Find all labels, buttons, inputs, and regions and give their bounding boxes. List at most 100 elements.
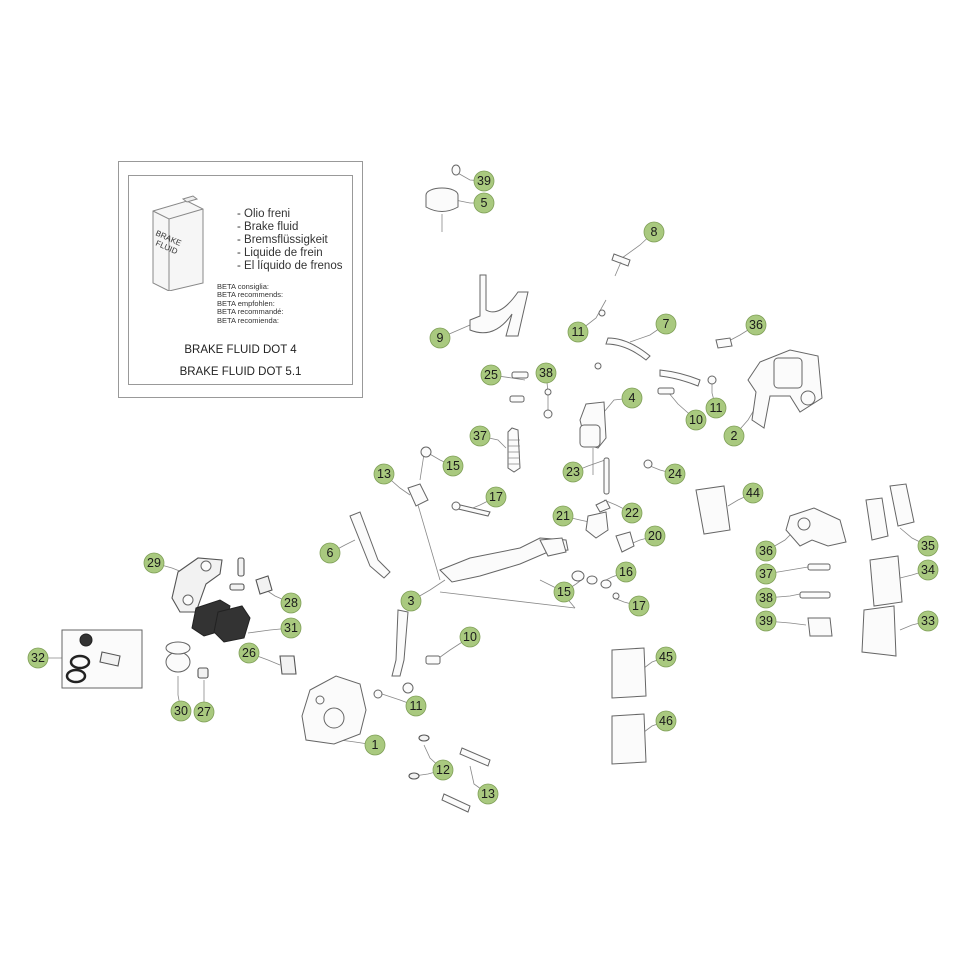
callout-38: 38 [755, 587, 777, 609]
callout-41: 37 [469, 425, 491, 447]
callout-23: 23 [562, 461, 584, 483]
part-reservoir-hose [469, 274, 529, 337]
svg-text:45: 45 [659, 650, 673, 664]
part-front-hose [391, 609, 414, 694]
part-pedal-tip [585, 511, 635, 553]
part-brake-switch [611, 253, 631, 277]
svg-text:7: 7 [663, 317, 670, 331]
part-brake-pedal [439, 537, 569, 583]
svg-text:15: 15 [557, 585, 571, 599]
part-front-pads [191, 599, 251, 643]
brake-fluid-can-icon: BRAKE FLUID [152, 195, 204, 291]
svg-text:36: 36 [759, 544, 773, 558]
part-hose-fittings-lower [373, 655, 441, 699]
part-rear-caliper-bracket [785, 507, 847, 547]
fluid-dot4: BRAKE FLUID DOT 4 [184, 344, 297, 356]
callout-26: 26 [238, 642, 260, 664]
callout-7: 7 [655, 313, 677, 335]
part-caliper-bolts [408, 734, 491, 813]
svg-text:13: 13 [481, 787, 495, 801]
svg-text:25: 25 [484, 368, 498, 382]
brake-fluid-info-inner: BRAKE FLUID - Olio freni - Brake fluid -… [128, 175, 353, 385]
svg-text:31: 31 [284, 621, 298, 635]
callout-12: 12 [432, 759, 454, 781]
part-brake-hose-upper [605, 337, 701, 387]
svg-text:37: 37 [759, 567, 773, 581]
callout-32: 32 [27, 647, 49, 669]
callout-25: 25 [480, 364, 502, 386]
svg-text:34: 34 [921, 563, 935, 577]
svg-text:8: 8 [651, 225, 658, 239]
callout-10-upper: 10 [685, 409, 707, 431]
callout-4: 4 [621, 387, 643, 409]
part-pistons [165, 641, 209, 679]
part-pad-spring [279, 655, 297, 675]
svg-text:17: 17 [632, 599, 646, 613]
callout-29: 29 [143, 552, 165, 574]
callout-18: 17 [485, 486, 507, 508]
svg-text:37: 37 [473, 429, 487, 443]
callout-34: 34 [917, 559, 939, 581]
svg-text:23: 23 [566, 465, 580, 479]
svg-text:11: 11 [572, 325, 585, 339]
callout-8: 8 [643, 221, 665, 243]
callout-9: 9 [429, 327, 451, 349]
reco-es: BETA recomienda: [217, 315, 279, 325]
part-banjo-bolts [509, 309, 717, 469]
part-pivot-bolt [451, 501, 491, 517]
svg-text:22: 22 [625, 506, 639, 520]
callout-14: 13 [373, 463, 395, 485]
part-seal-kit [61, 629, 143, 689]
callout-36: 36 [755, 540, 777, 562]
svg-text:4: 4 [629, 391, 636, 405]
callout-13: 13 [477, 783, 499, 805]
fluid-dot51: BRAKE FLUID DOT 5.1 [179, 366, 302, 378]
part-front-caliper [301, 675, 367, 745]
part-reservoir [425, 164, 461, 232]
svg-text:2: 2 [731, 429, 738, 443]
svg-text:38: 38 [759, 591, 773, 605]
part-front-caliper-bracket [171, 557, 223, 613]
callout-43: 39 [473, 170, 495, 192]
part-bracket-pins [229, 557, 273, 595]
svg-text:6: 6 [327, 546, 334, 560]
svg-text:15: 15 [446, 459, 460, 473]
reco-fr: BETA recommandé: [217, 307, 284, 317]
callout-22: 22 [621, 502, 643, 524]
part-return-spring [507, 427, 521, 473]
brake-fluid-info-box: BRAKE FLUID - Olio freni - Brake fluid -… [118, 161, 363, 398]
callout-46: 46 [655, 710, 677, 732]
callout-31: 31 [280, 617, 302, 639]
part-repair-kit-bags [611, 485, 903, 765]
svg-text:11: 11 [710, 401, 723, 415]
svg-text:5: 5 [481, 196, 488, 210]
name-fr: - Liquide de frein [237, 247, 323, 259]
part-bleed-screw [715, 337, 733, 349]
svg-text:29: 29 [147, 556, 161, 570]
svg-text:9: 9 [437, 331, 444, 345]
callout-1: 1 [364, 734, 386, 756]
svg-text:39: 39 [759, 614, 773, 628]
svg-text:28: 28 [284, 596, 298, 610]
callout-33: 33 [917, 610, 939, 632]
svg-text:35: 35 [921, 539, 935, 553]
reco-it: BETA consiglia: [217, 282, 269, 291]
callout-11-lower: 11 [405, 695, 427, 717]
brake-fluid-names: - Olio freni - Brake fluid - Bremsflüssi… [237, 208, 342, 273]
callout-20: 20 [644, 525, 666, 547]
name-it: - Olio freni [237, 208, 291, 220]
part-return-spring-hook [349, 511, 391, 579]
callout-3: 3 [400, 590, 422, 612]
callout-44: 44 [742, 482, 764, 504]
svg-text:13: 13 [377, 467, 391, 481]
reco-en: BETA recommends: [217, 290, 284, 300]
part-rear-caliper [747, 349, 823, 429]
svg-text:11: 11 [410, 699, 423, 713]
part-rear-pads [865, 483, 915, 541]
name-de: - Bremsflüssigkeit [237, 234, 328, 246]
svg-text:26: 26 [242, 646, 256, 660]
svg-text:21: 21 [556, 509, 570, 523]
svg-text:10: 10 [463, 630, 477, 644]
part-caliper-pins [799, 563, 833, 637]
callout-16: 16 [615, 561, 637, 583]
